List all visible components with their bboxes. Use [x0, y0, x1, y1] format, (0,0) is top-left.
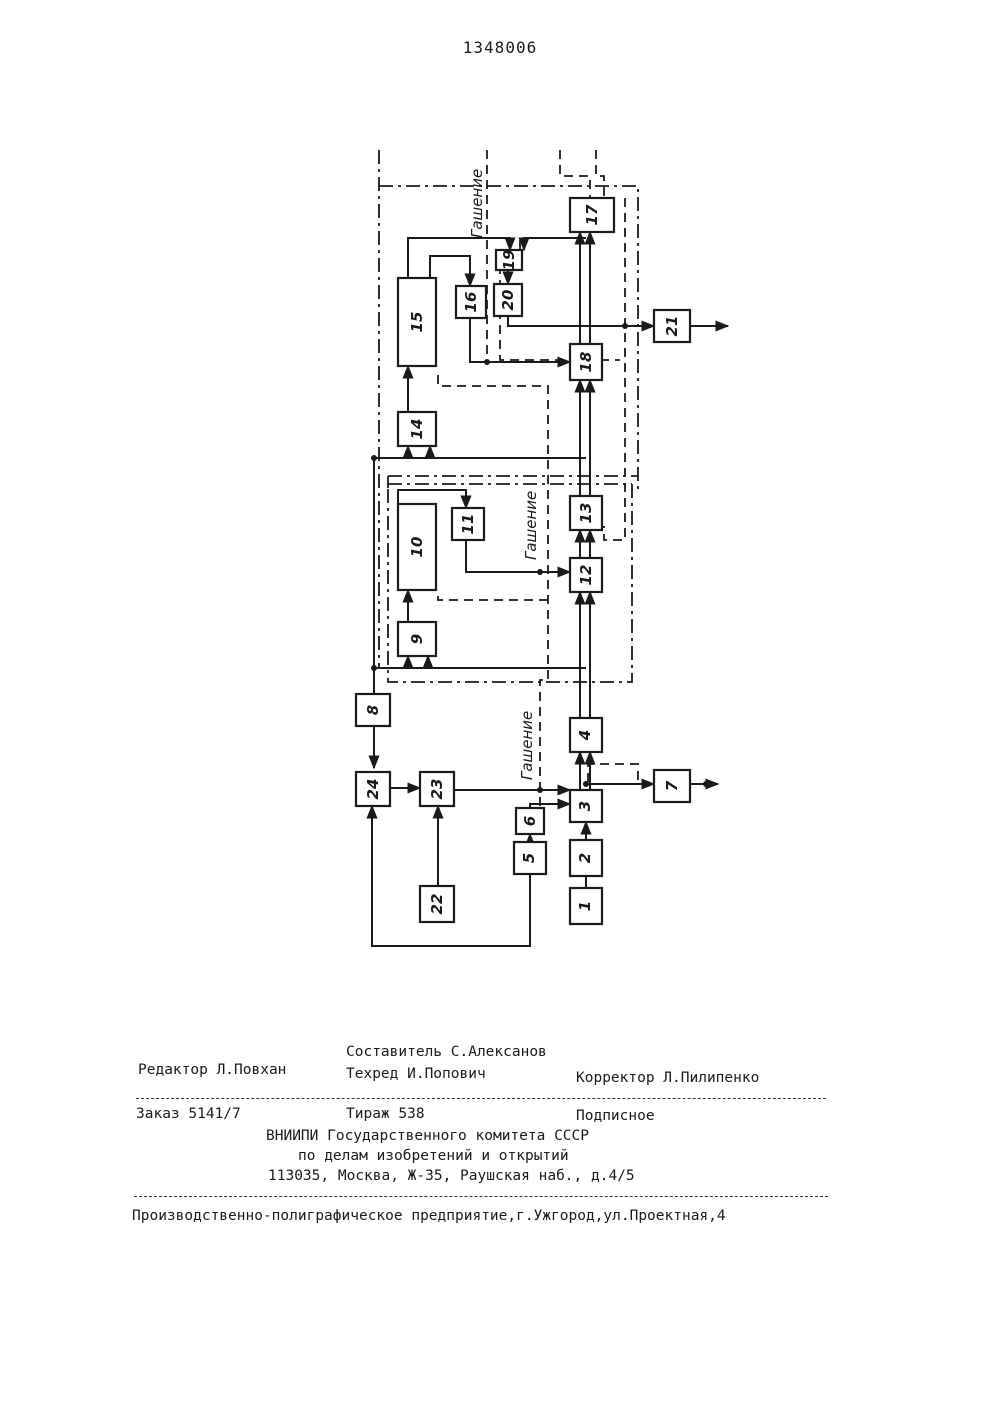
order-line: Заказ 5141/7: [136, 1106, 241, 1122]
editor-line: Редактор Л.Повхан: [138, 1062, 286, 1078]
block-15: 15: [398, 278, 436, 366]
subscription-line: Подписное: [576, 1108, 655, 1124]
corrector-line: Корректор Л.Пилипенко: [576, 1070, 759, 1086]
block-1: 1: [570, 888, 602, 924]
block-6: 6: [516, 808, 544, 834]
block-7: 7: [654, 770, 690, 802]
block-23: 23: [420, 772, 454, 806]
block-19: 19: [496, 250, 522, 271]
block-19-number: 19: [500, 250, 518, 271]
block-13-number: 13: [577, 503, 595, 524]
block-11-number: 11: [459, 514, 477, 535]
block-3: 3: [570, 790, 602, 822]
compiler-line: Составитель С.Алексанов: [346, 1044, 547, 1060]
org-line-1: ВНИИПИ Государственного комитета СССР: [266, 1128, 589, 1144]
block-13: 13: [570, 496, 602, 530]
block-2: 2: [570, 840, 602, 876]
block-21-number: 21: [663, 316, 681, 337]
block-14-number: 14: [408, 419, 426, 440]
block-6-number: 6: [521, 816, 539, 826]
blocks: 1 2 3 4 5 6 7 8 9 10 11 12 13 14 15 16 1…: [356, 198, 690, 924]
org-line-3: 113035, Москва, Ж-35, Раушская наб., д.4…: [268, 1168, 635, 1184]
block-12: 12: [570, 558, 602, 592]
block-8: 8: [356, 694, 390, 726]
blanking-label-top: Гашение: [468, 169, 486, 238]
divider-top: [136, 1098, 826, 1099]
block-24-number: 24: [364, 779, 382, 800]
blanking-label-bottom: Гашение: [518, 711, 536, 780]
block-14: 14: [398, 412, 436, 446]
org-line-2: по делам изобретений и открытий: [298, 1148, 569, 1164]
block-9: 9: [398, 622, 436, 656]
block-18-number: 18: [577, 352, 595, 373]
techred-line: Техред И.Попович: [346, 1066, 486, 1082]
block-diagram: 1 2 3 4 5 6 7 8 9 10 11 12 13 14 15 16 1…: [0, 0, 1000, 1010]
block-2-number: 2: [576, 853, 594, 863]
block-4: 4: [570, 718, 602, 752]
block-7-number: 7: [663, 780, 681, 791]
block-12-number: 12: [577, 565, 595, 586]
block-15-number: 15: [408, 312, 426, 333]
block-16-number: 16: [462, 292, 480, 313]
block-10-number: 10: [408, 537, 426, 558]
block-5-number: 5: [520, 853, 538, 863]
block-3-number: 3: [576, 801, 594, 811]
block-5: 5: [514, 842, 546, 874]
block-4-number: 4: [576, 730, 594, 741]
block-17: 17: [570, 198, 614, 232]
block-18: 18: [570, 344, 602, 380]
block-20: 20: [494, 284, 522, 316]
block-10: 10: [398, 504, 436, 590]
block-22: 22: [420, 886, 454, 922]
block-20-number: 20: [499, 290, 517, 311]
block-11: 11: [452, 508, 484, 540]
block-1-number: 1: [576, 901, 594, 911]
blanking-label-middle: Гашение: [522, 491, 540, 560]
block-22-number: 22: [428, 894, 446, 915]
circulation-line: Тираж 538: [346, 1106, 425, 1122]
block-23-number: 23: [428, 779, 446, 800]
block-24: 24: [356, 772, 390, 806]
printer-line: Производственно-полиграфическое предприя…: [132, 1208, 726, 1224]
block-17-number: 17: [583, 204, 601, 225]
block-16: 16: [456, 286, 486, 318]
block-21: 21: [654, 310, 690, 342]
blanking-lines: [438, 150, 638, 806]
block-9-number: 9: [408, 634, 426, 644]
block-8-number: 8: [364, 705, 382, 715]
divider-bottom: [134, 1196, 828, 1197]
